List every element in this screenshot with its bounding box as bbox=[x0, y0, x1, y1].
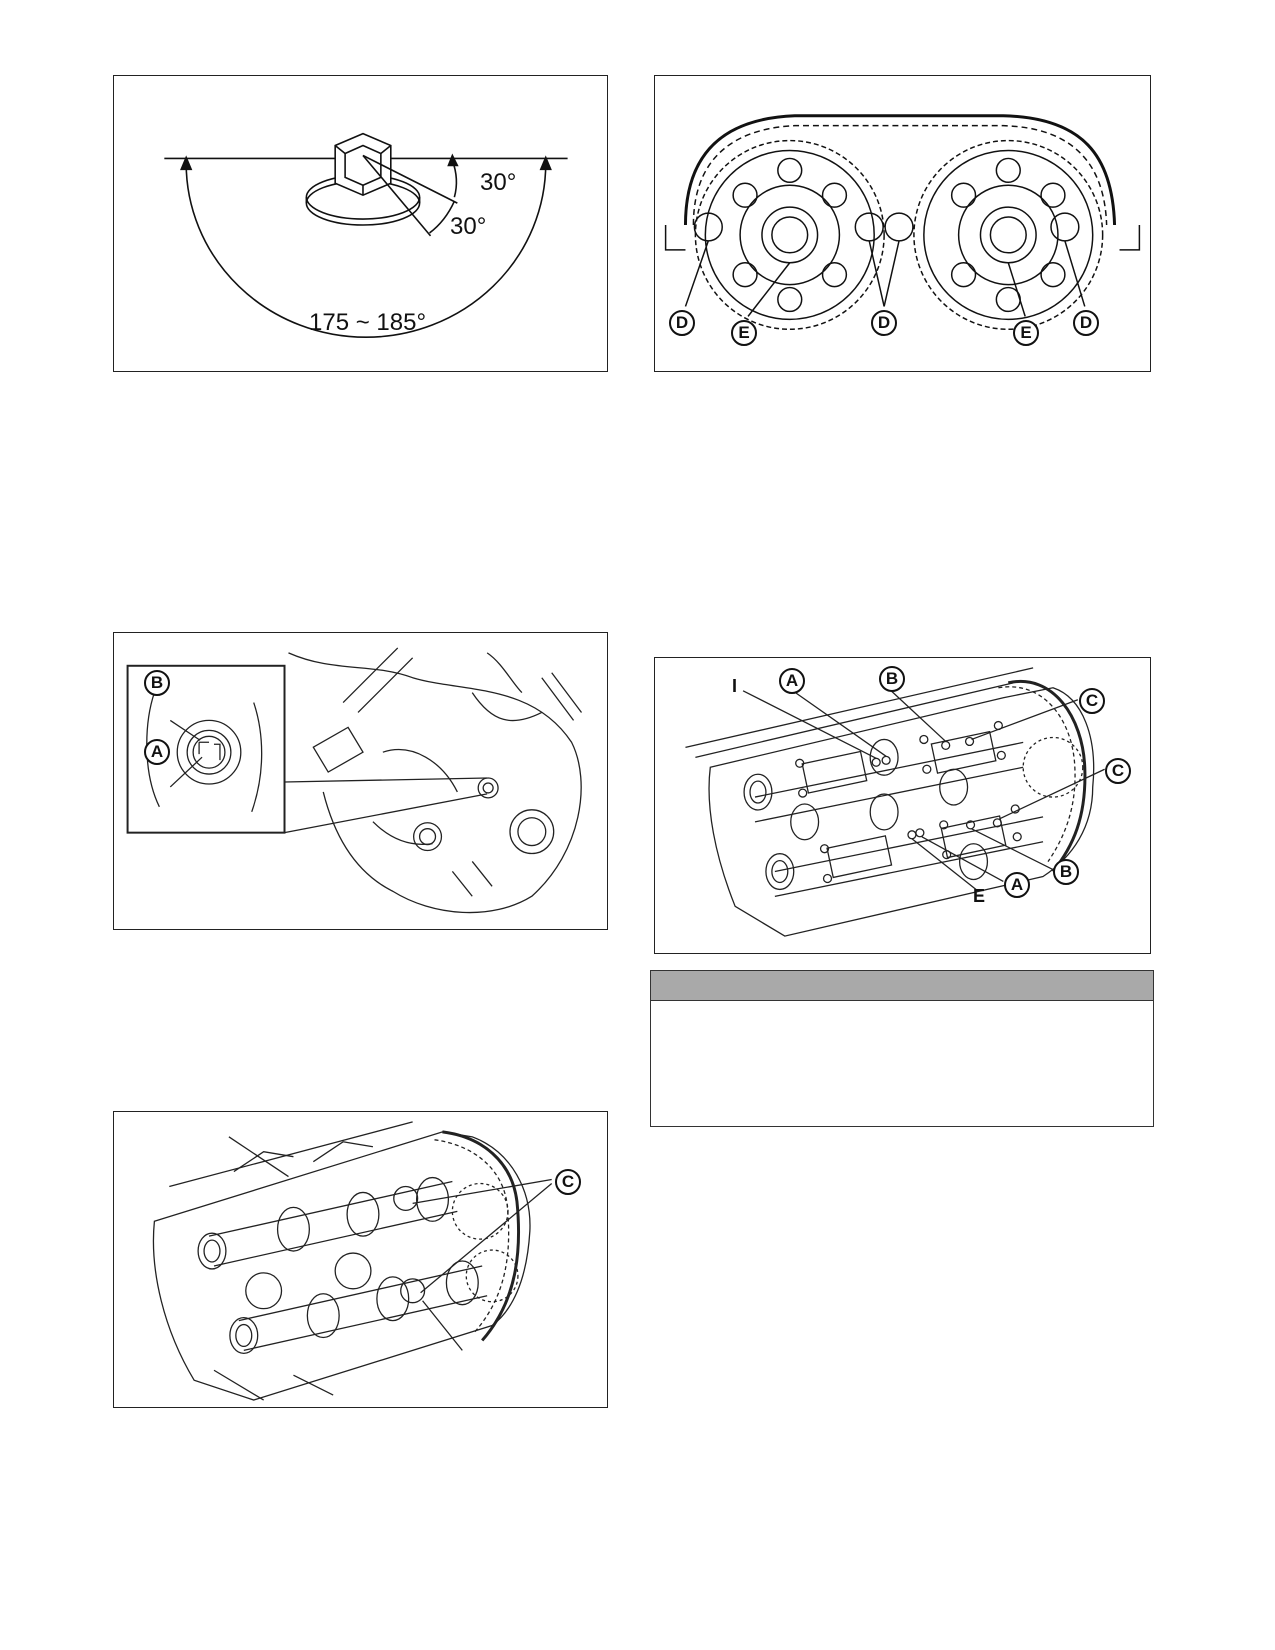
bolt-angle-diagram bbox=[164, 132, 568, 338]
crank-mark-diagram bbox=[126, 647, 583, 914]
callout-c-top: C bbox=[1079, 688, 1105, 714]
note-header bbox=[651, 971, 1153, 1001]
callout-d-right: D bbox=[1073, 310, 1099, 336]
callout-b-lower: B bbox=[1053, 859, 1079, 885]
label-i: I bbox=[732, 676, 738, 696]
camshafts-installed-diagram bbox=[152, 1121, 553, 1401]
note-body bbox=[651, 1001, 1153, 1017]
callout-d-left: D bbox=[669, 310, 695, 336]
figure-cylinder-head-caps: I A B C C B A E bbox=[654, 657, 1151, 954]
callout-e-left: E bbox=[731, 320, 757, 346]
figure-bolt-angle: 30° 30° 175 ~ 185° bbox=[113, 75, 608, 372]
callout-a-lower: A bbox=[1004, 872, 1030, 898]
lower-angle-label: 30° bbox=[450, 213, 487, 240]
callout-c: C bbox=[555, 1169, 581, 1195]
cam-sprocket-diagram bbox=[664, 114, 1141, 331]
note-box bbox=[650, 970, 1154, 1127]
label-e: E bbox=[973, 886, 986, 906]
figure-camshafts-installed: C bbox=[113, 1111, 608, 1408]
upper-angle-label: 30° bbox=[480, 169, 517, 196]
figure-crank-mark: B A bbox=[113, 632, 608, 930]
callout-d-center: D bbox=[871, 310, 897, 336]
callout-a: A bbox=[144, 739, 170, 765]
cylinder-head-diagram bbox=[685, 667, 1105, 937]
callout-b: B bbox=[144, 670, 170, 696]
callout-c-lower: C bbox=[1105, 758, 1131, 784]
figure-cam-sprockets: D E D E D bbox=[654, 75, 1151, 372]
callout-e-right: E bbox=[1013, 320, 1039, 346]
angle-range-label: 175 ~ 185° bbox=[309, 309, 427, 336]
callout-a-top: A bbox=[779, 668, 805, 694]
callout-b-top: B bbox=[879, 666, 905, 692]
